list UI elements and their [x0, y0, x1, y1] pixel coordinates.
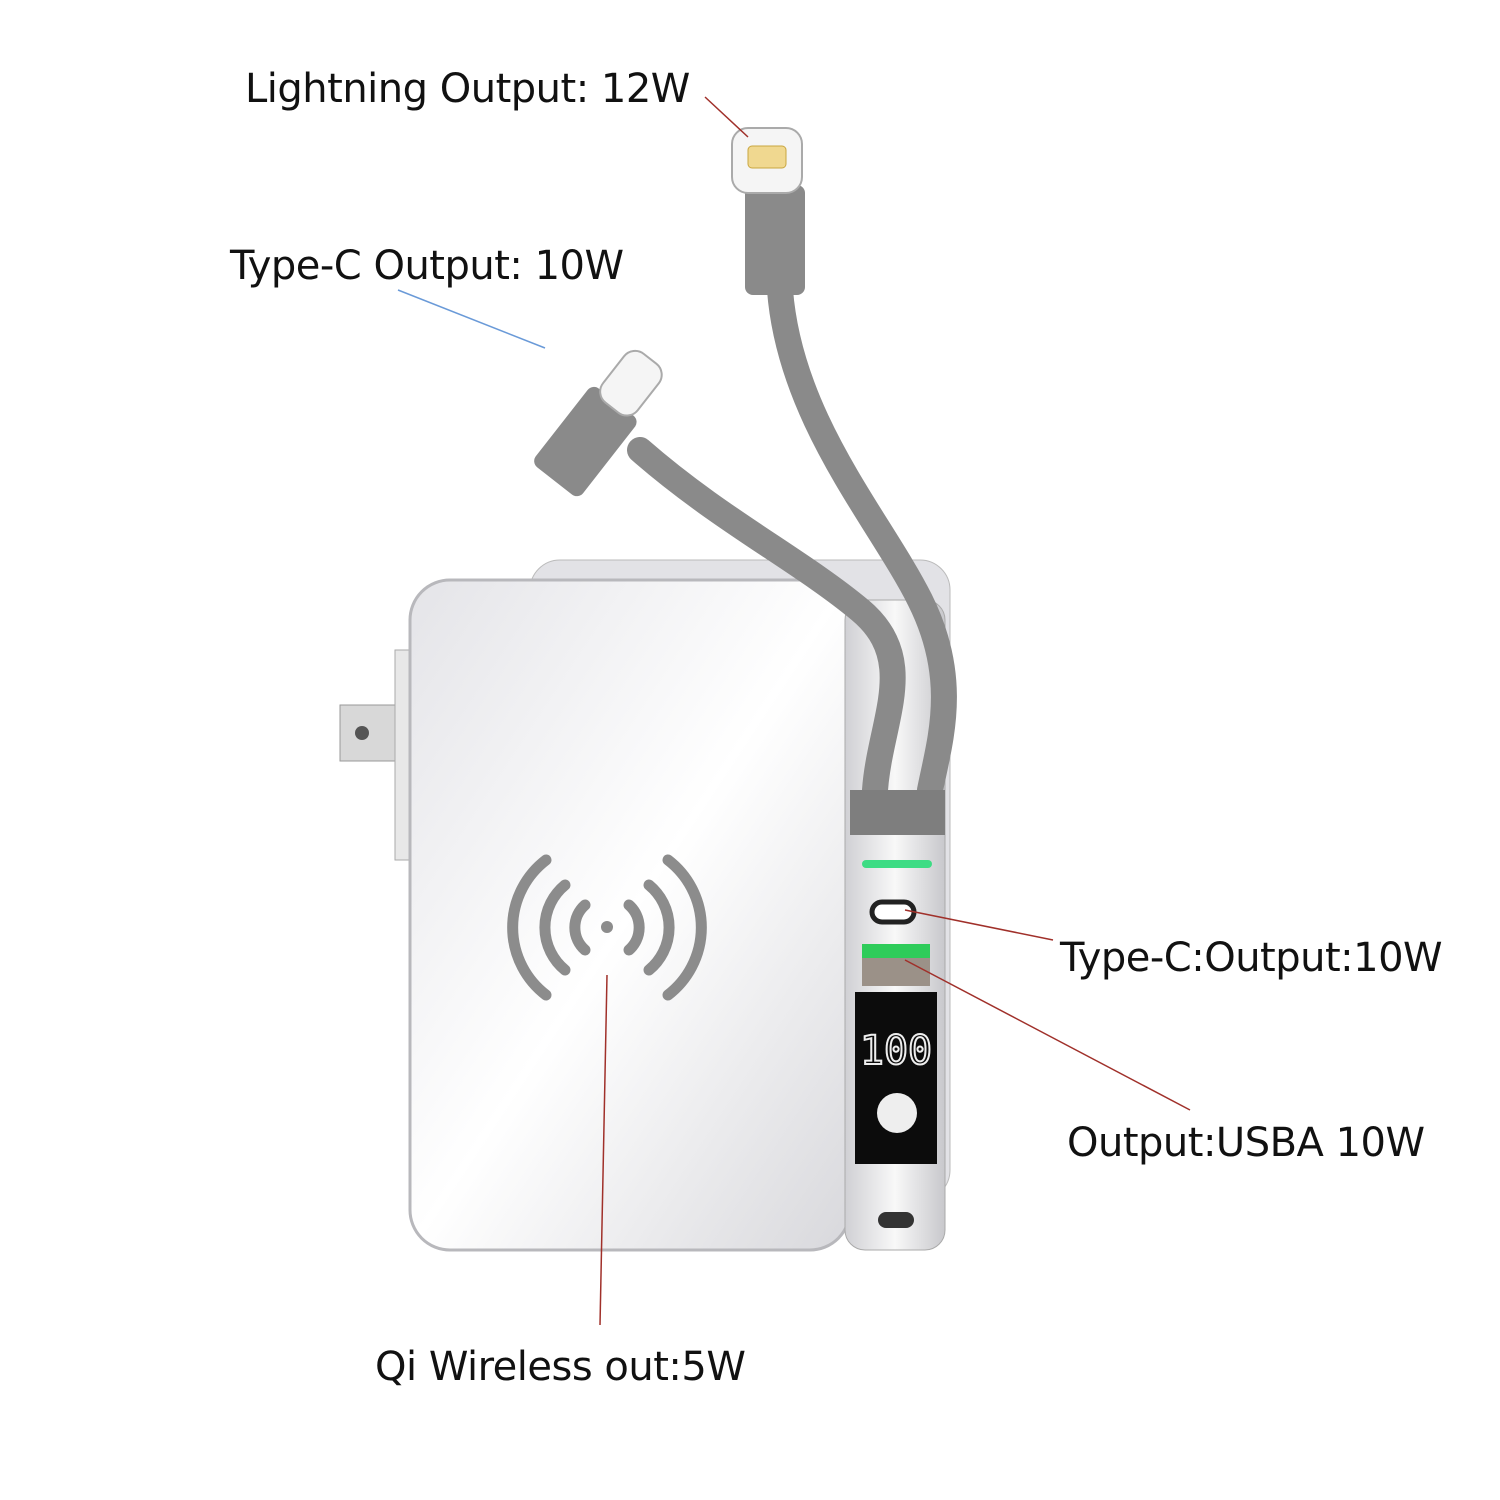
power-bank-body	[408, 578, 852, 1252]
leader-lightning	[704, 96, 749, 138]
leader-usba	[904, 959, 1191, 1111]
micro-usb-port-icon	[878, 1212, 914, 1228]
lightning-cable	[767, 277, 957, 803]
label-typec-port-output: Type-C:Output:10W	[1060, 935, 1443, 981]
label-lightning-output: Lightning Output: 12W	[245, 66, 690, 112]
label-wireless-output: Qi Wireless out:5W	[375, 1344, 746, 1390]
battery-display	[855, 992, 937, 1164]
power-button	[877, 1093, 917, 1133]
wireless-charging-icon	[507, 854, 707, 1001]
label-usba-output: Output:USBA 10W	[1067, 1120, 1425, 1166]
leader-wireless	[599, 974, 608, 1326]
usba-port-icon	[862, 944, 930, 986]
cable-clip	[850, 790, 945, 835]
leader-typec-cable	[397, 289, 546, 349]
leader-typec-port	[904, 909, 1054, 941]
battery-percent-readout: 100	[860, 1028, 932, 1074]
typec-port-icon	[869, 899, 917, 925]
status-led	[862, 860, 932, 868]
typec-connector-icon	[534, 349, 663, 497]
lightning-connector-icon	[731, 127, 805, 295]
label-typec-cable-output: Type-C Output: 10W	[230, 243, 624, 289]
typec-cable	[627, 437, 906, 803]
